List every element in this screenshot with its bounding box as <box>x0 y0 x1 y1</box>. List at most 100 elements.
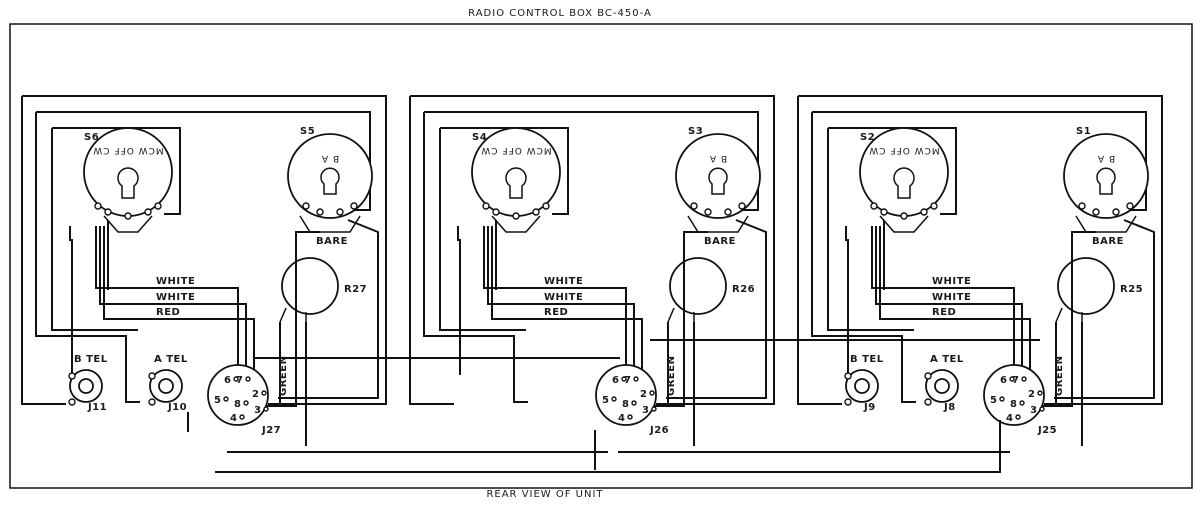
terminal <box>512 212 520 220</box>
socket-pin <box>261 390 267 396</box>
wire <box>797 96 842 405</box>
socket-pin <box>239 414 245 420</box>
rotary-switch-body <box>287 133 373 219</box>
wire <box>69 226 73 375</box>
socket-pin-number: 5 <box>602 395 610 406</box>
phone-jack-hole <box>934 378 950 394</box>
socket-pin <box>223 396 229 402</box>
switch-shaft <box>320 167 340 195</box>
jack-ref-label: J8 <box>943 402 956 413</box>
socket-pin <box>649 390 655 396</box>
socket-label: J25 <box>1037 425 1057 436</box>
wire <box>1054 219 1155 399</box>
diagram-title: RADIO CONTROL BOX BC-450-A <box>468 8 652 19</box>
switch-contact-strap <box>491 215 541 233</box>
lead-wire <box>487 226 635 370</box>
octal-socket <box>983 364 1045 426</box>
socket-label: J27 <box>261 425 281 436</box>
terminal <box>844 372 852 380</box>
socket-pin <box>621 376 627 382</box>
wire <box>439 128 526 331</box>
terminal <box>316 208 324 216</box>
switch-label: S3 <box>688 126 703 137</box>
socket-pin-number: 8 <box>1010 399 1018 410</box>
green-lead-label: GREEN <box>666 356 677 396</box>
jack-label: A TEL <box>154 354 188 365</box>
lead-color-label: WHITE <box>932 292 971 303</box>
terminal <box>900 212 908 220</box>
bare-wire-label: BARE <box>1092 236 1124 247</box>
lead-color-label: RED <box>932 307 956 318</box>
socket-pin-number: 5 <box>214 395 222 406</box>
socket-pin <box>243 400 249 406</box>
terminal <box>68 372 76 380</box>
green-lead-label: GREEN <box>1054 356 1065 396</box>
terminal <box>148 398 156 406</box>
wire <box>845 226 849 375</box>
socket-pin-number: 8 <box>622 399 630 410</box>
jack-label: A TEL <box>930 354 964 365</box>
terminal <box>68 398 76 406</box>
socket-pin-number: 2 <box>252 389 260 400</box>
phone-jack-hole <box>158 378 174 394</box>
socket-pin-number: 4 <box>1006 413 1014 424</box>
jack-ref-label: J10 <box>167 402 187 413</box>
terminal <box>870 202 878 210</box>
jack-label: B TEL <box>74 354 108 365</box>
potentiometer-body <box>1057 257 1115 315</box>
switch-position-text: B A <box>1097 153 1115 163</box>
terminal <box>492 208 500 216</box>
switch-position-text: MCW OFF CW <box>92 145 163 155</box>
potentiometer-label: R25 <box>1120 284 1143 295</box>
socket-pin-number: 7 <box>1012 375 1020 386</box>
socket-pin-number: 6 <box>1000 375 1008 386</box>
socket-pin <box>1037 390 1043 396</box>
terminal <box>704 208 712 216</box>
switch-shaft <box>117 167 139 199</box>
socket-pin-number: 3 <box>642 405 650 416</box>
wire <box>1044 231 1096 407</box>
socket-pin-number: 7 <box>236 375 244 386</box>
wire <box>828 127 957 215</box>
terminal <box>690 202 698 210</box>
potentiometer-lugs <box>667 307 695 323</box>
switch-position-text: MCW OFF CW <box>868 145 939 155</box>
terminal <box>724 208 732 216</box>
socket-pin-number: 3 <box>1030 405 1038 416</box>
terminal <box>1126 202 1134 210</box>
socket-pin <box>1021 376 1027 382</box>
lead-wire <box>879 226 1031 370</box>
lead-color-label: WHITE <box>156 276 195 287</box>
switch-position-text: B A <box>709 153 727 163</box>
octal-socket <box>207 364 269 426</box>
switch-contact-strap <box>1075 215 1137 233</box>
wire <box>409 96 454 405</box>
lead-color-label: WHITE <box>544 292 583 303</box>
lead-wire <box>483 226 627 370</box>
switch-shaft <box>505 167 527 199</box>
socket-label: J26 <box>649 425 669 436</box>
switch-contact-strap <box>103 215 153 233</box>
potentiometer-body <box>669 257 727 315</box>
terminal <box>482 202 490 210</box>
socket-pin <box>611 396 617 402</box>
wire <box>827 128 914 331</box>
socket-pin <box>1039 406 1045 412</box>
switch-label: S5 <box>300 126 315 137</box>
switch-label: S1 <box>1076 126 1091 137</box>
socket-pin <box>263 406 269 412</box>
wire <box>35 112 140 403</box>
socket-pin-number: 2 <box>640 389 648 400</box>
switch-position-text: MCW OFF CW <box>480 145 551 155</box>
switch-shaft <box>708 167 728 195</box>
socket-pin <box>245 376 251 382</box>
wire <box>457 226 461 375</box>
socket-pin <box>633 376 639 382</box>
wire <box>811 112 916 403</box>
switch-contact-strap <box>299 215 361 233</box>
rotary-switch-body <box>675 133 761 219</box>
terminal <box>148 372 156 380</box>
terminal <box>1092 208 1100 216</box>
